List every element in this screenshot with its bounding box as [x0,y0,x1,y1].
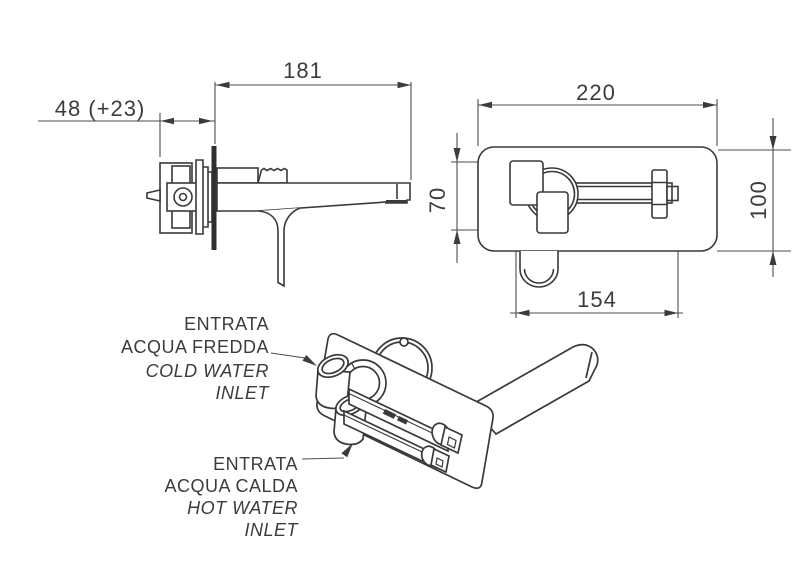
extension-lines [717,149,791,252]
iso-view [270,332,599,490]
cold-label-line1: ENTRATA [184,314,269,334]
arrowhead-left-icon [478,101,492,109]
dimension-width-220: 220 [477,80,718,146]
fixing-screw [146,188,161,203]
front-view: 220 70 100 154 [425,80,791,318]
arrowhead-up-icon [769,251,777,265]
dimension-depth-48: 48 (+23) [38,96,215,157]
inlet-housing-drop [519,251,559,288]
spout-front [555,169,679,219]
inlet-labels: ENTRATA ACQUA FREDDA COLD WATER INLET EN… [121,314,299,540]
aerator-strip [386,200,407,203]
flange-stack [195,159,213,235]
side-view: 48 (+23) 181 [38,58,412,288]
aerator-endpiece [651,169,668,219]
spout-base-block [216,167,259,184]
cartridge-circle [173,187,193,207]
upper-nut [440,425,463,455]
dimension-reach-181: 181 [214,58,412,180]
handle-front [509,160,544,206]
arrowhead-left-icon [160,117,174,125]
cartridge-center [178,192,188,202]
extension-lines [477,99,718,146]
arrowhead-down-icon [769,136,777,150]
dimension-width-value: 220 [576,80,616,105]
dimension-body-70: 70 [425,133,531,263]
lower-nut-bore [435,457,444,468]
cold-label-line2: ACQUA FREDDA [121,337,269,357]
cold-label-line3: COLD WATER [146,361,269,381]
dimension-reach-value: 181 [283,58,323,83]
hot-water-label: ENTRATA ACQUA CALDA HOT WATER INLET [164,454,299,540]
arrowhead-right-icon [703,101,717,109]
housing-screw [399,337,409,347]
cold-leader-line [270,352,306,359]
dimension-height-value: 100 [746,180,771,220]
arrowhead-left-icon [516,309,530,317]
dimension-body-value: 70 [425,187,450,213]
arrowhead-up-icon [453,230,461,244]
cold-label-line4: INLET [215,383,270,403]
cold-leader-arrowhead-icon [302,355,317,366]
arrowhead-left-icon [216,81,230,89]
lower-nut [430,447,450,474]
hot-label-line4: INLET [244,520,299,540]
side-view-drawing [146,146,411,288]
hot-label-line3: HOT WATER [187,498,298,518]
hot-label-line1: ENTRATA [213,454,298,474]
spout-tip-face-line [585,351,593,379]
lever-handle [258,207,301,288]
dimension-height-100: 100 [717,118,791,277]
cold-inlet-bore [321,357,345,375]
front-view-drawing [477,146,718,288]
spout-iso [469,343,599,436]
iso-drawing [315,332,599,490]
arrowhead-down-icon [453,148,461,162]
hot-leader-line [301,457,345,460]
cold-water-label: ENTRATA ACQUA FREDDA COLD WATER INLET [121,314,270,403]
valve-block-front [536,191,569,234]
arrowhead-right-icon [199,117,213,125]
aerator-lines [652,181,667,206]
tube-slots [382,409,408,425]
spout-profile [216,182,411,212]
hot-label-line2: ACQUA CALDA [164,476,298,496]
inlet-housing-inner-arc [523,268,555,284]
dimension-offset-value: 154 [577,287,617,312]
upper-nut-bore [446,436,457,449]
arrowhead-right-icon [397,81,411,89]
extension-lines [214,82,412,180]
cartridge-cover-bump [256,167,288,184]
wall-plate-edge [211,146,217,250]
hot-leader-arrowhead-icon [341,443,353,458]
dimension-depth-value: 48 (+23) [55,96,146,121]
leader-lines [270,352,353,460]
arrowhead-right-icon [664,309,678,317]
